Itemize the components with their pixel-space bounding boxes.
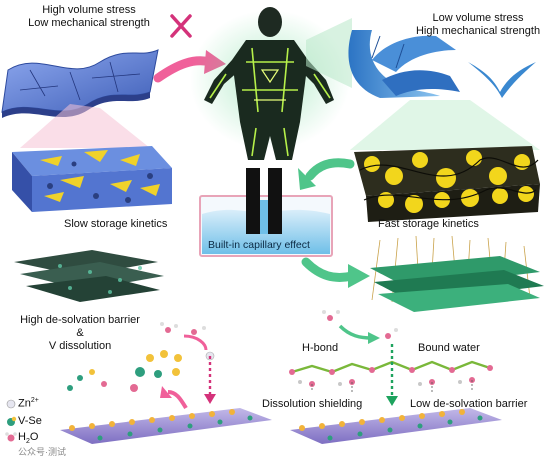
substrate-left: [60, 408, 272, 444]
legend-h2o: H2O: [4, 431, 38, 445]
label-high-volume-stress-line1: High volume stress: [42, 4, 136, 16]
label-dissolution-shielding: Dissolution shielding: [262, 398, 363, 410]
hbond-network: [289, 310, 493, 406]
label-low-volume-stress-line1: Low volume stress: [432, 12, 524, 24]
label-bound-water: Bound water: [418, 342, 480, 354]
pink-curved-arrow: [183, 334, 208, 351]
legend-vse: V-Se: [4, 415, 42, 427]
label-barrier-line1: High de-solvation barrier: [20, 314, 140, 326]
legend-zn-label: Zn: [18, 397, 31, 410]
legend-zn-charge: 2+: [30, 397, 39, 404]
pink-return-arrow: [167, 390, 188, 410]
magnify-cone-right: [350, 100, 540, 150]
green-arrow-to-sheets: [301, 257, 357, 282]
ions-left: [67, 322, 215, 392]
ribbon-illustration: [348, 30, 460, 98]
legend-vse-label: V-Se: [18, 415, 42, 427]
label-desolvation-barrier: High de-solvation barrier & V dissolutio…: [4, 314, 156, 353]
wearable-suit-illustration: [190, 7, 350, 160]
green-beam: [306, 18, 352, 88]
label-low-desolvation: Low de-solvation barrier: [410, 398, 528, 410]
label-slow-storage: Slow storage kinetics: [64, 218, 168, 230]
legend-h2o-h: H: [18, 431, 26, 443]
capillary-tank: [199, 168, 333, 257]
stacked-sheets-slow: [14, 250, 164, 302]
fiber-block-fast: [354, 146, 540, 222]
green-arrow-to-tank: [305, 158, 355, 181]
label-low-volume-stress-line2: High mechanical strength: [415, 25, 541, 37]
stressed-sheet-illustration: [1, 49, 159, 118]
magnify-cone-left: [20, 104, 150, 148]
label-high-volume-stress: High volume stress Low mechanical streng…: [14, 4, 164, 30]
label-capillary-effect: Built-in capillary effect: [208, 239, 310, 251]
label-barrier-line3: V dissolution: [48, 340, 112, 352]
label-fast-storage: Fast storage kinetics: [378, 218, 479, 230]
cross-icon: [170, 14, 192, 38]
watermark: 公众号·测试: [18, 447, 66, 457]
twist-ribbon: [468, 62, 536, 98]
label-low-volume-stress: Low volume stress High mechanical streng…: [404, 12, 552, 38]
label-h-bond: H-bond: [302, 342, 339, 354]
label-high-volume-stress-line2: Low mechanical strength: [28, 17, 150, 29]
label-barrier-line2: &: [76, 327, 84, 339]
water-molecule-icon: [7, 434, 15, 442]
fiber-sheets-fast: [370, 235, 544, 312]
substrate-right: [290, 408, 502, 444]
legend-h2o-sub: 2: [25, 438, 30, 446]
legend-glyphs: [5, 399, 17, 442]
zn-ion-icon: [6, 399, 16, 409]
legend-zn: Zn2+: [4, 397, 39, 410]
legend-h2o-o: O: [29, 431, 39, 443]
porous-block-slow: [12, 146, 172, 212]
